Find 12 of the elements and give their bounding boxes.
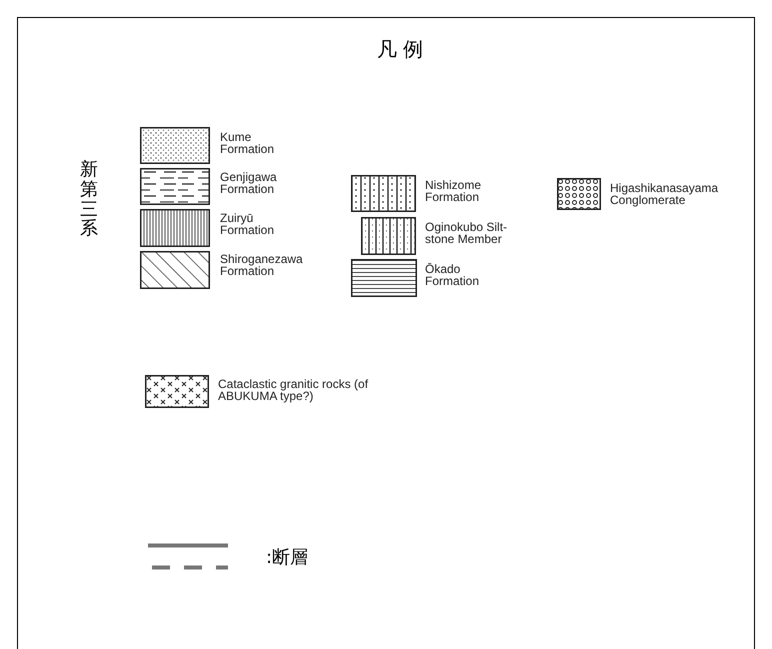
legend-text: Cataclastic granitic rocks (of ABUKUMA type?) xyxy=(218,378,370,402)
legend-text: Zuiryū Formation xyxy=(220,212,276,236)
legend-text: :断層 xyxy=(266,548,310,568)
legend-text: Shiroganezawa Formation xyxy=(220,253,304,277)
legend-text: Oginokubo Silt-stone Member xyxy=(425,221,508,245)
legend-text: Genjigawa Formation xyxy=(220,171,278,195)
legend-text: Kume Formation xyxy=(220,131,276,155)
group-label: 新第三系 xyxy=(80,160,98,240)
legend-text: Higashikanasayama Conglomerate xyxy=(610,182,720,206)
legend-text: Ōkado Formation xyxy=(425,263,480,287)
legend-title: 凡 例 xyxy=(376,36,424,63)
legend-text: Nishizome Formation xyxy=(425,179,482,203)
